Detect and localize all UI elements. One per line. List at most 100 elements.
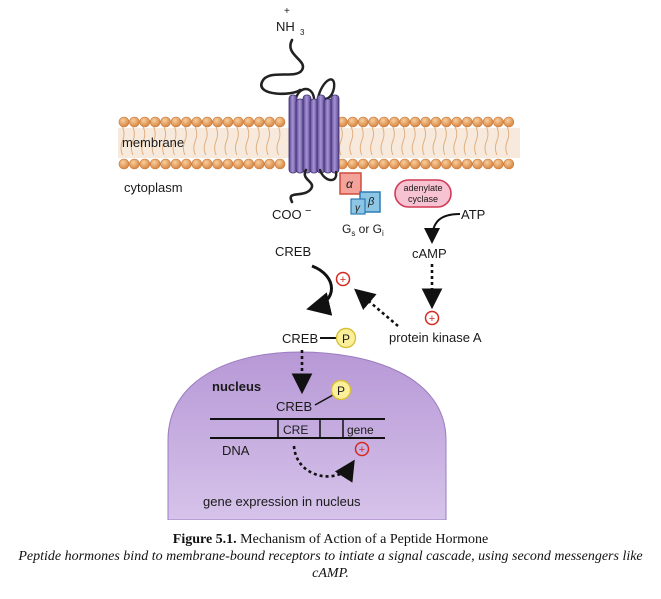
lipid-head [389, 116, 400, 128]
lipid-head [129, 116, 140, 128]
lipid-head [493, 158, 504, 170]
lipid-head [430, 116, 442, 128]
svg-text:P: P [337, 384, 345, 398]
lipid-head [201, 116, 213, 128]
creb-nucleus-p-bond [314, 394, 334, 406]
lipid-tail [151, 126, 156, 156]
lipid-head [409, 116, 421, 128]
lipid-tail [390, 126, 395, 156]
lipid-head [160, 116, 171, 128]
figure-label: Figure 5.1. [172, 532, 237, 547]
hormone-mechanism-diagram: membrane cytoplasm + NH 3 COO − α β γ Gs… [118, 6, 520, 520]
lipid-head [347, 158, 359, 170]
cre-label: CRE [283, 423, 308, 437]
lipid-head [233, 158, 244, 170]
lipid-head [347, 116, 359, 128]
protein-kinase-a-label: protein kinase A [389, 330, 482, 345]
lipid-tail [120, 126, 125, 156]
lipid-head [420, 158, 431, 170]
svg-text:+: + [429, 313, 435, 325]
lipid-head [420, 116, 431, 128]
lipid-tail [245, 126, 250, 156]
creb-p-label: CREB [282, 331, 318, 346]
lipid-tail [130, 126, 135, 156]
nh3-label: NH [276, 19, 295, 34]
lipid-tail [505, 126, 510, 156]
coo-terminus: COO − [272, 205, 311, 222]
dna-label: DNA [222, 443, 250, 458]
camp-label: cAMP [412, 246, 447, 261]
phosphate-group: P [335, 327, 357, 349]
lipid-tail [224, 126, 229, 156]
receptor-extracellular-loops [294, 78, 336, 100]
nucleus [167, 351, 447, 520]
creb-top-label: CREB [275, 244, 311, 259]
receptor-helix [330, 94, 340, 174]
alpha-label: α [346, 177, 354, 191]
creb-phosphorylation-arrow [306, 264, 333, 316]
lipid-head [139, 116, 151, 128]
lipid-head [264, 116, 275, 128]
adenylate-label-line2: cyclase [408, 194, 438, 204]
lipid-tail [203, 126, 208, 156]
pka-plus-icon: + [424, 310, 440, 326]
lipid-head [472, 116, 483, 128]
lipid-head [378, 158, 390, 170]
svg-text:+: + [359, 444, 365, 456]
lipid-tail [411, 126, 416, 156]
lipid-tail [453, 126, 458, 156]
lipid-head [378, 116, 390, 128]
lipid-head [430, 158, 442, 170]
lipid-head [149, 158, 161, 170]
lipid-tail [474, 126, 479, 156]
phosphate-group-nucleus: P [330, 379, 352, 401]
lipid-head [222, 116, 234, 128]
lipid-head [357, 158, 369, 170]
creb-plus-icon: + [335, 271, 351, 287]
lipid-head [253, 116, 265, 128]
figure-caption-body: Peptide hormones bind to membrane-bound … [18, 549, 643, 581]
beta-label: β [367, 196, 375, 208]
cytoplasm-label: cytoplasm [124, 180, 183, 195]
lipid-tail [141, 126, 146, 156]
lipid-tail [338, 126, 343, 156]
atp-label: ATP [461, 207, 485, 222]
coo-label: COO [272, 207, 302, 222]
lipid-head [160, 158, 171, 170]
lipid-tail [380, 126, 385, 156]
lipid-tail [172, 126, 177, 156]
receptor-n-terminal-chain [260, 38, 305, 96]
lipid-head [389, 158, 400, 170]
g-protein-label: Gs or Gi [342, 222, 384, 238]
lipid-head [181, 158, 192, 170]
lipid-tail [349, 126, 354, 156]
lipid-tail [370, 126, 375, 156]
lipid-head [482, 158, 494, 170]
atp-to-camp-arrow [424, 213, 461, 244]
nh3-charge: + [284, 6, 290, 17]
lipid-head [233, 116, 244, 128]
lipid-head [441, 158, 452, 170]
coo-charge: − [305, 205, 311, 217]
lipid-head [243, 158, 255, 170]
lipid-tail [432, 126, 437, 156]
lipid-head [191, 158, 203, 170]
lipid-tail [463, 126, 468, 156]
pka-to-creb-arrow [354, 288, 399, 327]
receptor-c-terminal-chain [289, 168, 314, 204]
lipid-tail [484, 126, 489, 156]
lipid-head [503, 158, 515, 170]
gene-label: gene [347, 423, 374, 437]
lipid-tail [494, 126, 499, 156]
receptor-intracellular-loop [318, 168, 338, 182]
nh3-terminus: + NH 3 [276, 6, 305, 37]
lipid-tail [359, 126, 364, 156]
lipid-head [149, 116, 161, 128]
lipid-head [482, 116, 494, 128]
g-gamma-subunit [350, 198, 366, 215]
lipid-head [274, 116, 286, 128]
lipid-head [357, 116, 369, 128]
svg-text:+: + [340, 274, 346, 286]
membrane-receptor [288, 94, 340, 174]
gene-plus-icon: + [354, 441, 370, 457]
